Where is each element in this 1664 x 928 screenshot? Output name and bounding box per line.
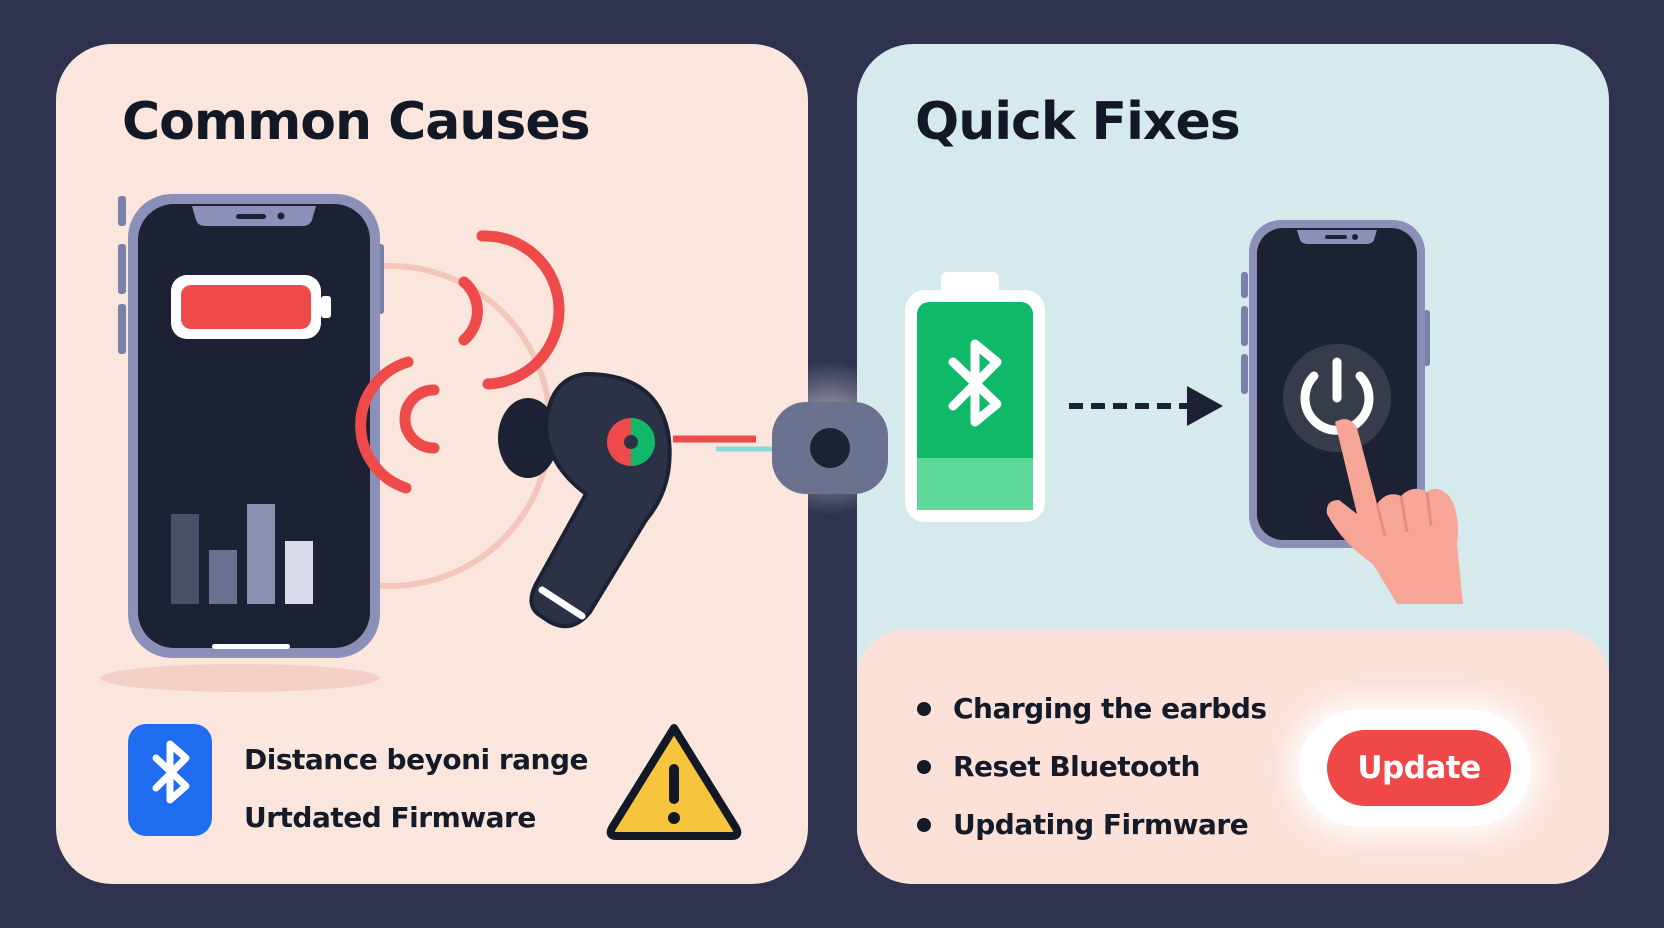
bullet-icon (917, 818, 931, 832)
bullet-icon (917, 760, 931, 774)
common-causes-panel: Common Causes (56, 44, 808, 884)
fix-item: Updating Firmware (917, 796, 1267, 854)
causes-list: Distance beyoni range Urtdated Firmware (244, 731, 589, 847)
fix-item-label: Updating Firmware (953, 808, 1249, 841)
fixes-list: Charging the earbds Reset Bluetooth Upda… (917, 680, 1267, 854)
cause-item: Urtdated Firmware (244, 801, 536, 834)
fix-item-label: Charging the earbds (953, 692, 1267, 725)
wireless-waves-icon (355, 230, 565, 494)
hand-pointer-icon (1326, 419, 1463, 604)
fixes-title: Quick Fixes (915, 92, 1241, 152)
quick-fixes-panel: Quick Fixes (857, 44, 1609, 884)
fix-item: Reset Bluetooth (917, 738, 1267, 796)
bluetooth-icon (128, 724, 212, 836)
battery-low-icon (171, 275, 331, 339)
fix-item-label: Reset Bluetooth (953, 750, 1200, 783)
arrow-right-icon (1069, 386, 1223, 426)
fix-item: Charging the earbds (917, 680, 1267, 738)
update-button[interactable]: Update (1327, 730, 1511, 806)
causes-title: Common Causes (122, 92, 591, 152)
warning-icon (606, 724, 742, 840)
bluetooth-icon (948, 339, 1002, 427)
cause-item: Distance beyoni range (244, 743, 589, 776)
bullet-icon (917, 702, 931, 716)
power-icon (1283, 344, 1391, 452)
signal-bars-icon (171, 504, 313, 604)
earbud-icon (498, 371, 776, 629)
fixes-box: Charging the earbds Reset Bluetooth Upda… (857, 630, 1609, 884)
